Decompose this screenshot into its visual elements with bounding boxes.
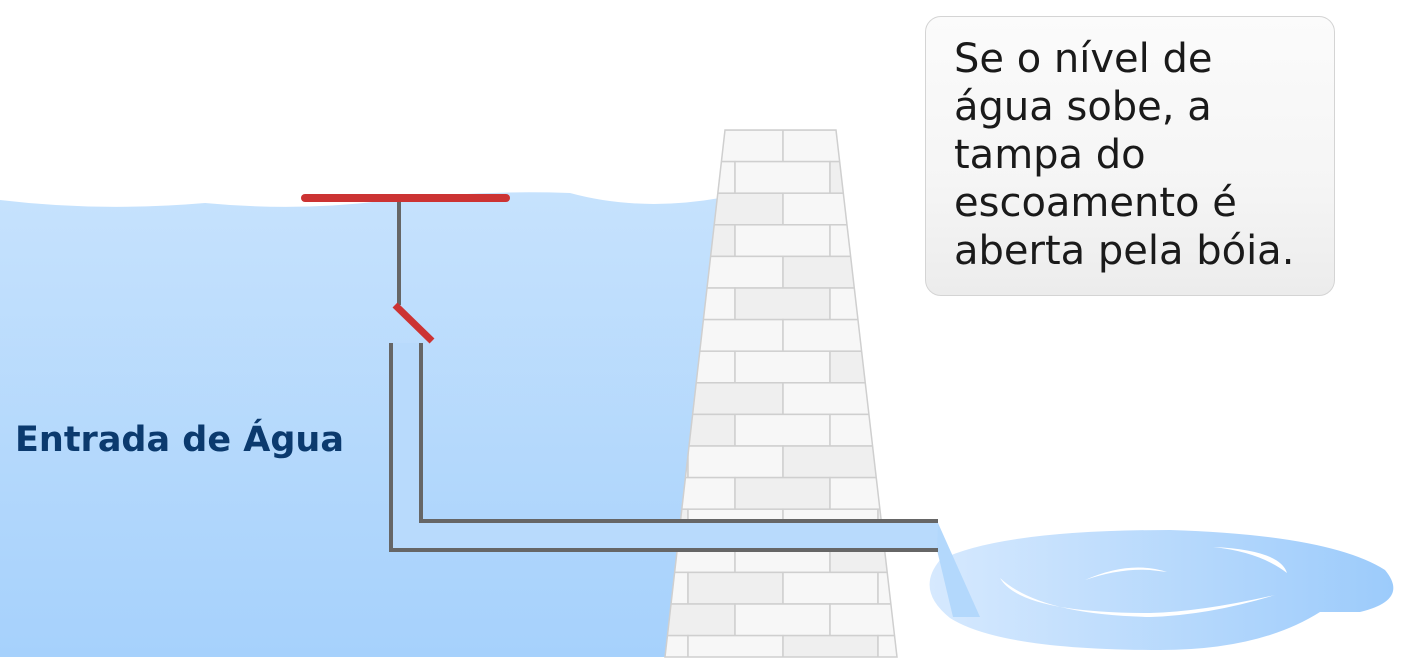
- pipe-water-vertical: [391, 343, 421, 550]
- callout-line: Se o nível de: [954, 36, 1213, 82]
- tower-brick: [734, 476, 831, 510]
- tower-brick: [665, 130, 689, 163]
- tower-brick: [829, 224, 897, 258]
- tower-brick: [782, 382, 879, 416]
- tower-brick: [687, 571, 784, 605]
- tower-brick: [877, 318, 897, 352]
- tower-brick: [734, 350, 831, 384]
- tower-brick: [782, 445, 879, 479]
- tower-brick: [829, 350, 897, 384]
- tower-brick: [829, 287, 897, 321]
- tower: [665, 130, 897, 657]
- tower-brick: [687, 130, 784, 163]
- tower-outline: [664, 129, 898, 658]
- tower-brick: [829, 603, 897, 637]
- outflow-stream: [937, 523, 980, 617]
- pool-ripple: [1085, 567, 1167, 580]
- tower-brick: [782, 571, 879, 605]
- pool-ripple: [1213, 547, 1287, 573]
- tower-brick: [687, 445, 784, 479]
- callout-box: Se o nível de água sobe, a tampa do esco…: [925, 16, 1335, 296]
- callout-line: escoamento é: [954, 180, 1237, 226]
- callout-line: tampa do: [954, 132, 1146, 178]
- outflow-pool: [929, 530, 1394, 650]
- tower-brick: [829, 160, 897, 194]
- tower-brick: [734, 603, 831, 637]
- water-inlet-label: Entrada de Água: [15, 420, 344, 460]
- tower-brick: [687, 634, 784, 657]
- tower-brick: [734, 224, 831, 258]
- tower-brick: [734, 287, 831, 321]
- tower-brick: [782, 634, 879, 657]
- tower-brick: [782, 130, 879, 163]
- tower-brick: [734, 160, 831, 194]
- callout-line: aberta pela bóia.: [954, 228, 1295, 274]
- tower-brick: [734, 413, 831, 447]
- tower-brick: [877, 634, 897, 657]
- tower-brick: [782, 255, 879, 289]
- tower-brick: [687, 382, 784, 416]
- tower-brick: [782, 192, 879, 226]
- pipe: [389, 198, 938, 552]
- tower-brick: [829, 413, 897, 447]
- tower-brick: [877, 445, 897, 479]
- callout-line: água sobe, a: [954, 84, 1212, 130]
- tower-brick: [782, 318, 879, 352]
- drain-lid: [392, 302, 435, 344]
- tower-brick: [877, 382, 897, 416]
- pipe-water-horizontal: [391, 521, 938, 550]
